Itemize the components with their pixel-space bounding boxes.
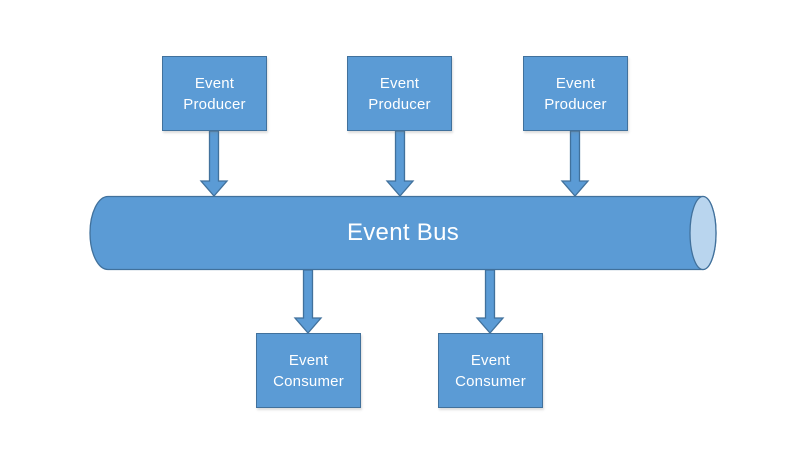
event-producer-label: Event Producer bbox=[544, 74, 607, 113]
event-producer-label: Event Producer bbox=[183, 74, 246, 113]
arrow-bus-to-consumer-2 bbox=[475, 269, 505, 334]
arrow-producer-1-to-bus bbox=[199, 130, 229, 197]
arrow-producer-3-to-bus bbox=[560, 130, 590, 197]
event-producer-label: Event Producer bbox=[368, 74, 431, 113]
event-consumer-label: Event Consumer bbox=[455, 351, 526, 390]
event-producer-box-3: Event Producer bbox=[523, 56, 628, 131]
event-consumer-label: Event Consumer bbox=[273, 351, 344, 390]
event-bus-cylinder-body bbox=[89, 195, 717, 271]
arrow-bus-to-consumer-1 bbox=[293, 269, 323, 334]
event-producer-box-2: Event Producer bbox=[347, 56, 452, 131]
event-consumer-box-2: Event Consumer bbox=[438, 333, 543, 408]
event-consumer-box-1: Event Consumer bbox=[256, 333, 361, 408]
event-bus-cylinder-cap bbox=[689, 195, 717, 271]
event-producer-box-1: Event Producer bbox=[162, 56, 267, 131]
arrow-producer-2-to-bus bbox=[385, 130, 415, 197]
